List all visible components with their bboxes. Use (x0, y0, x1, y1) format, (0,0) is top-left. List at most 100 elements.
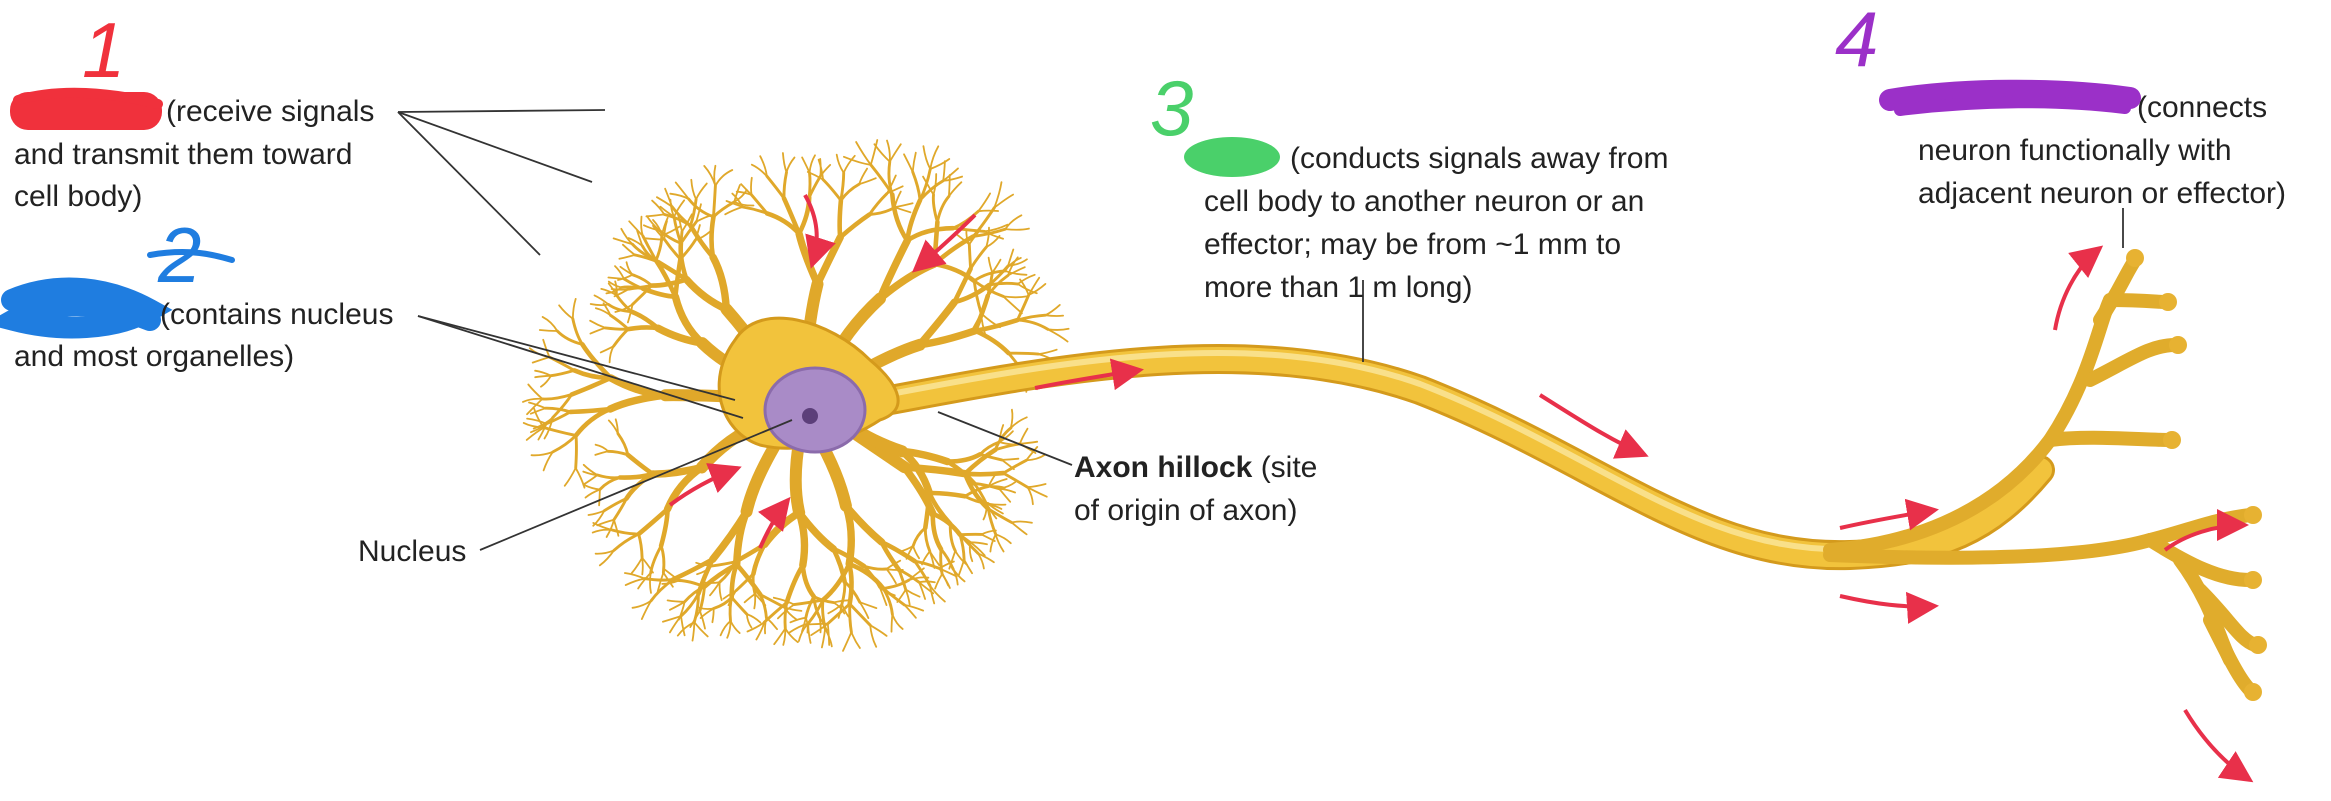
dendrite-branch (827, 603, 843, 615)
dendrite-branch (965, 228, 971, 246)
dendrite-branch (712, 595, 734, 610)
dendrite-branch (1009, 408, 1014, 429)
dendrite-branch (977, 192, 991, 213)
dendrite-branch (951, 226, 986, 233)
dendrite-branch (994, 533, 1005, 553)
dendrite-branch (1027, 283, 1047, 296)
dendrite-branch (764, 616, 768, 635)
dendrite-branch (858, 601, 870, 619)
dendrite-branch (938, 560, 955, 570)
dendrite-branch (712, 184, 717, 219)
dendrite-branch (911, 151, 917, 173)
dendrite-branch (962, 447, 998, 476)
dendrite-branch (980, 529, 997, 536)
terminals-label-line2: neuron functionally with (1918, 134, 2232, 167)
dendrite-branch (555, 329, 584, 346)
dendrite-branch (948, 181, 963, 198)
dendrite-branch (726, 620, 732, 639)
dendrite-branch (750, 193, 769, 215)
dendrite-branch (934, 573, 943, 590)
dendrite-branch (982, 503, 988, 521)
dendrite-branch (656, 571, 665, 593)
dendrite-branch (649, 463, 706, 478)
dendrite-branch (631, 600, 652, 609)
dendrite-branch (858, 167, 868, 185)
dendrite-branch (542, 451, 554, 472)
dendrite-branch (885, 185, 904, 195)
dendrite-branch (855, 141, 872, 166)
dendrite-branch (587, 509, 606, 516)
dendrite-branch (987, 281, 1020, 287)
dendrite-tree (522, 139, 1070, 652)
dendrite-branch (663, 238, 682, 261)
dendrite-branch (977, 552, 985, 570)
dendrites-label-line3: cell body) (14, 180, 142, 213)
dendrite-branch (728, 595, 734, 623)
dendrite-branch (987, 502, 1004, 515)
dendrite-branch (1016, 273, 1036, 285)
dendrite-branch (887, 160, 894, 196)
dendrite-branch (846, 561, 854, 607)
dendrite-branch (687, 197, 715, 219)
dendrite-branch (1007, 266, 1026, 277)
dendrite-branch (625, 261, 634, 276)
dendrite-branch (795, 509, 809, 570)
dendrite-branch (785, 156, 796, 174)
dendrite-branch (804, 595, 816, 620)
dendrite-branch (918, 580, 936, 584)
dendrite-branch (1001, 458, 1028, 475)
dendrite-branch (542, 426, 578, 437)
dendrite-branch (589, 327, 607, 335)
dendrite-branch (942, 160, 946, 182)
dendrite-branch (583, 484, 601, 491)
dendrite-branch (713, 164, 717, 187)
dendrite-branch (840, 580, 847, 606)
dendrite-branch (826, 602, 852, 626)
dendrite-branch (862, 564, 882, 589)
dendrite-branch (711, 607, 715, 624)
dendrite-branch (745, 613, 762, 624)
dendrite-branch (969, 541, 986, 557)
dendrite-branch (807, 622, 812, 644)
dendrite-branch (603, 326, 630, 331)
dendrite-branch (801, 616, 807, 633)
dendrite-branch (848, 602, 872, 627)
dendrite-branch (998, 424, 1005, 443)
dendrite-branch (629, 309, 661, 331)
dendrite-branch (568, 406, 613, 415)
dendrite-branch (614, 265, 625, 280)
dendrite-branch (978, 452, 1004, 462)
dendrite-branch (983, 230, 1004, 240)
dendrite-branch (645, 213, 666, 218)
dendrite-branch (622, 243, 636, 256)
dendrite-branch (985, 503, 998, 520)
dendrite-branch (558, 304, 574, 320)
dendrite-branch (858, 601, 878, 609)
dendrite-branch (714, 169, 734, 187)
dendrite-branch (890, 192, 910, 243)
dendrite-branch (690, 178, 697, 201)
dendrite-branch (848, 602, 853, 634)
dendrite-branch (679, 592, 700, 618)
nucleolus (802, 408, 818, 424)
dendrite-branch (948, 174, 951, 198)
dendrite-branch (538, 329, 559, 332)
dendrite-branch (1007, 248, 1015, 267)
dendrite-branch (942, 175, 963, 182)
cell-body-label-line1: (contains nucleus (160, 298, 393, 331)
dendrite-branch (890, 613, 894, 633)
dendrite-branch (903, 604, 917, 619)
dendrite-branch (972, 293, 991, 334)
dendrite-branch (605, 518, 615, 538)
dendrite-branch (589, 319, 607, 329)
dendrite-branch (631, 273, 654, 288)
dendrite-branch (839, 182, 861, 202)
dendrite-branch (963, 484, 991, 498)
dendrite-branch (620, 227, 634, 246)
dendrite-branch (930, 511, 944, 552)
dendrite-branch (594, 450, 609, 456)
dendrite-branch (602, 497, 628, 513)
dendrite-branch (689, 197, 698, 228)
dendrite-branch (582, 463, 599, 476)
dendrite-branch (541, 316, 559, 332)
